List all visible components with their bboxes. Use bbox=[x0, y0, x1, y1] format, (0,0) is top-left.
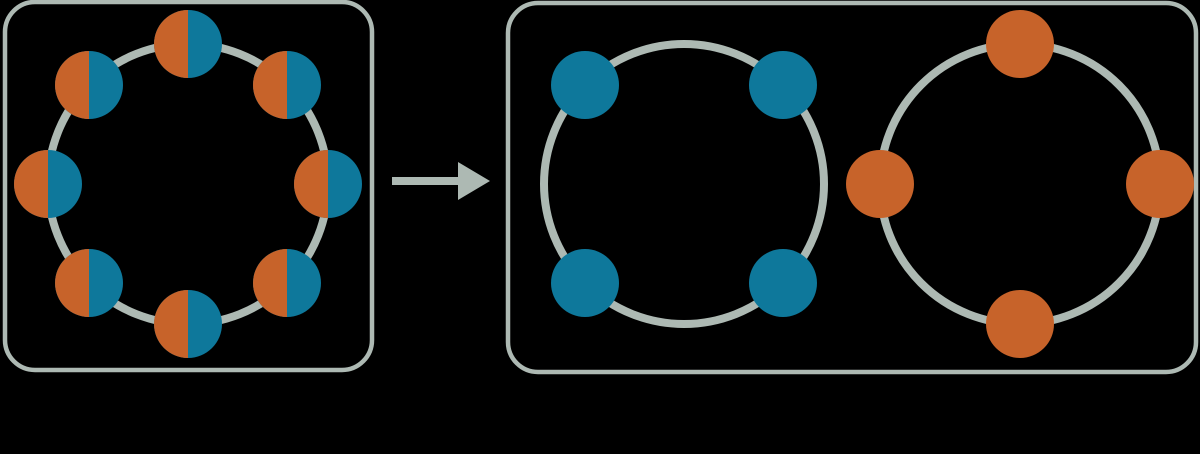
orange-node bbox=[846, 150, 914, 218]
hybrid-node bbox=[55, 248, 124, 317]
orange-node bbox=[986, 290, 1054, 358]
hybrid-node-orange-half bbox=[294, 150, 328, 218]
hybrid-node bbox=[154, 290, 222, 358]
hybrid-node-orange-half bbox=[55, 248, 90, 317]
teal-ring-track bbox=[540, 40, 828, 328]
hybrid-node bbox=[154, 10, 222, 78]
hybrid-node-orange-half bbox=[14, 150, 48, 218]
teal-node bbox=[551, 248, 620, 317]
mixed-ring bbox=[14, 10, 362, 358]
teal-node bbox=[748, 248, 817, 317]
hybrid-node-orange-half bbox=[252, 51, 287, 120]
teal-node bbox=[551, 51, 620, 120]
hybrid-node bbox=[55, 51, 124, 120]
separated-populations-panel bbox=[505, 0, 1199, 375]
mixed-population-panel bbox=[2, 0, 375, 373]
hybrid-node-orange-half bbox=[253, 248, 287, 317]
mixed-population-panel-border bbox=[2, 0, 375, 373]
right-arrow-icon bbox=[392, 162, 490, 200]
separated-populations-panel-border bbox=[505, 0, 1199, 375]
orange-node bbox=[986, 10, 1054, 78]
orange-ring bbox=[846, 10, 1194, 358]
hybrid-node-orange-half bbox=[154, 10, 188, 78]
teal-node bbox=[748, 51, 817, 120]
hybrid-node bbox=[294, 150, 362, 218]
hybrid-node bbox=[252, 51, 321, 120]
hybrid-node-orange-half bbox=[55, 51, 90, 120]
hybrid-node bbox=[252, 248, 321, 317]
hybrid-node-orange-half bbox=[154, 290, 188, 358]
teal-ring bbox=[540, 40, 828, 328]
hybrid-node bbox=[14, 150, 82, 218]
orange-node bbox=[1126, 150, 1194, 218]
